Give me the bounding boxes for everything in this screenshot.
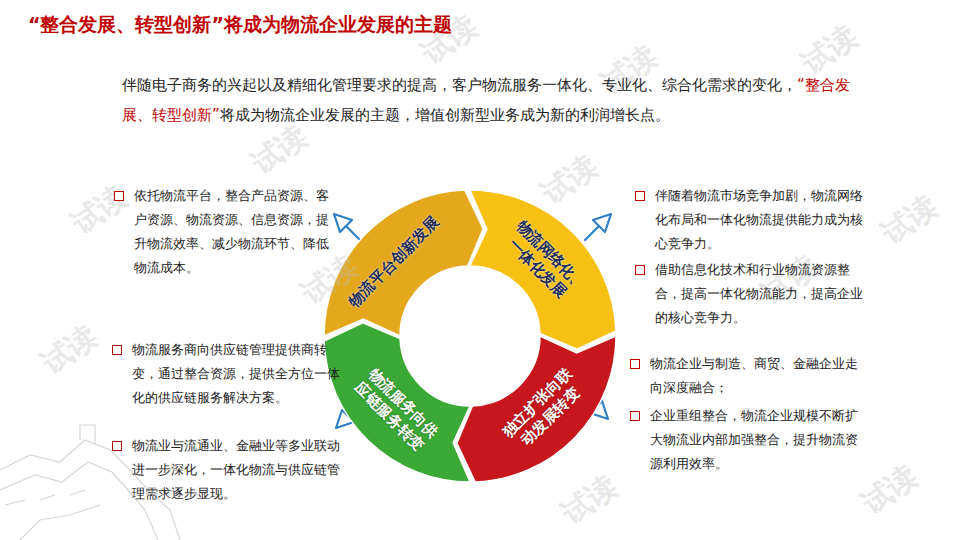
watermark: 试读 xyxy=(794,17,867,85)
segment-arc xyxy=(470,190,616,349)
watermark: 试读 xyxy=(594,37,667,105)
watermark: 试读 xyxy=(534,147,607,215)
intro-paragraph: 伴随电子商务的兴起以及精细化管理要求的提高，客户物流服务一体化、专业化、综合化需… xyxy=(122,70,867,130)
bullet-square xyxy=(630,359,640,369)
bullet-item: 借助信息化技术和行业物流资源整合，提高一体化物流能力，提高企业的核心竞争力。 xyxy=(633,258,865,330)
bullet-item: 伴随着物流市场竞争加剧，物流网络化布局和一体化物流提供能力成为核心竞争力。 xyxy=(633,184,865,256)
watermark: 试读 xyxy=(244,117,317,185)
bullet-text: 物流业与流通业、金融业等多业联动进一步深化，一体化物流与供应链管理需求逐步显现。 xyxy=(132,438,340,501)
watermark: 试读 xyxy=(64,177,137,245)
bullet-square xyxy=(630,411,640,421)
intro-text: 将成为物流企业发展的主题，增值创新型业务成为新的利润增长点。 xyxy=(220,106,670,124)
bullet-item: 依托物流平台，整合产品资源、客户资源、物流资源、信息资源，提升物流效率、减少物流… xyxy=(112,184,340,280)
bullet-text: 物流服务商向供应链管理提供商转变，通过整合资源，提供全方位一体化的供应链服务解决… xyxy=(132,342,340,405)
bullet-square xyxy=(635,265,645,275)
bullet-text: 伴随着物流市场竞争加剧，物流网络化布局和一体化物流提供能力成为核心竞争力。 xyxy=(655,188,863,251)
bullet-square xyxy=(112,441,122,451)
bullet-square xyxy=(114,191,124,201)
ring-diagram: 物流平台创新发展物流网络化、一体化发展独立扩张向联动发展转变物流服务向供应链服务… xyxy=(320,186,620,486)
bullet-text: 物流企业与制造、商贸、金融企业走向深度融合； xyxy=(650,356,858,395)
bullet-item: 物流业与流通业、金融业等多业联动进一步深化，一体化物流与供应链管理需求逐步显现。 xyxy=(110,434,348,506)
slide-title: “整合发展、转型创新”将成为物流企业发展的主题 xyxy=(28,12,452,38)
watermark: 试读 xyxy=(854,457,927,525)
watermark: 试读 xyxy=(874,187,947,255)
segment-shape xyxy=(320,186,620,486)
bullet-item: 企业重组整合，物流企业规模不断扩大物流业内部加强整合，提升物流资源利用效率。 xyxy=(628,404,863,476)
intro-text: 伴随电子商务的兴起以及精细化管理要求的提高，客户物流服务一体化、专业化、综合化需… xyxy=(122,76,797,94)
bullet-square xyxy=(635,191,645,201)
watermark: 试读 xyxy=(554,467,627,535)
watermark: 试读 xyxy=(34,317,107,385)
bullet-text: 借助信息化技术和行业物流资源整合，提高一体化物流能力，提高企业的核心竞争力。 xyxy=(655,262,863,325)
segment-arc xyxy=(324,323,470,482)
bullet-text: 企业重组整合，物流企业规模不断扩大物流业内部加强整合，提升物流资源利用效率。 xyxy=(650,408,858,471)
ring-segment: 物流服务向供应链服务转变 xyxy=(320,186,620,486)
bullet-square xyxy=(112,345,122,355)
bullet-item: 物流企业与制造、商贸、金融企业走向深度融合； xyxy=(628,352,863,400)
bullet-text: 依托物流平台，整合产品资源、客户资源、物流资源、信息资源，提升物流效率、减少物流… xyxy=(134,188,329,275)
watermark: 试读 xyxy=(754,247,827,315)
bullet-item: 物流服务商向供应链管理提供商转变，通过整合资源，提供全方位一体化的供应链服务解决… xyxy=(110,338,348,410)
segment-arc xyxy=(457,336,616,482)
